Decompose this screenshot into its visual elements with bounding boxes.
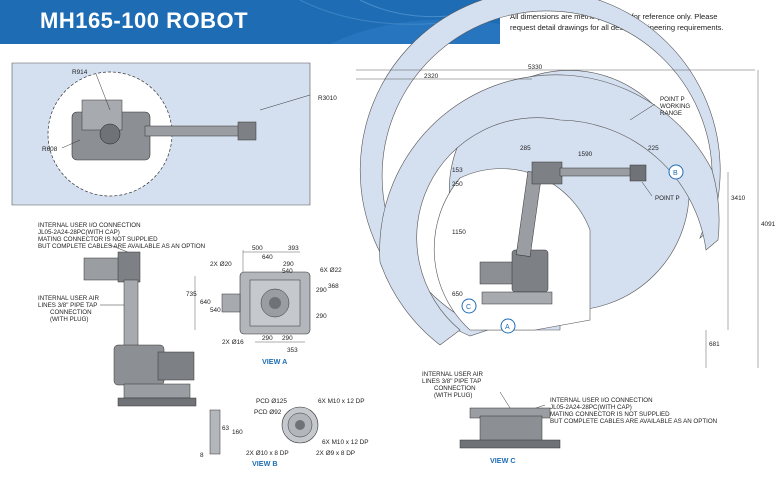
dim-4091: 4091 [761, 221, 776, 228]
r608-label: R608 [42, 146, 58, 153]
top-view: R914 R3010 R608 [11, 62, 337, 206]
view-c-air-4: (WITH PLUG) [434, 392, 473, 399]
view-c-io-3: MATING CONNECTOR IS NOT SUPPLIED [550, 411, 670, 418]
page-title: MH165-100 ROBOT [40, 8, 249, 33]
working-range: 5330 2320 POINT P WORKING RANGE 285 1590… [356, 0, 776, 368]
side-view-robot [83, 251, 197, 407]
view-a-dim-290b: 290 [262, 335, 273, 342]
view-c-io-1: INTERNAL USER I/O CONNECTION [550, 397, 653, 404]
top-view-robot [71, 99, 257, 161]
view-a-holes-right: 6X Ø22 [320, 267, 342, 274]
internal-io-label-4: BUT COMPLETE CABLES ARE AVAILABLE AS AN … [38, 243, 205, 250]
view-a-dim-290b2: 290 [282, 335, 293, 342]
disclaimer-line-2: request detail drawings for all design/e… [510, 22, 724, 32]
r914-label: R914 [72, 69, 88, 76]
internal-io-label-2: JL05-2A24-28PC(WITH CAP) [38, 229, 120, 236]
view-c-title: VIEW C [490, 456, 516, 465]
view-b-pin10: 2X Ø10 x 8 DP [246, 450, 289, 457]
point-p-range-label-2: WORKING [660, 103, 690, 110]
dim-153: 153 [452, 167, 463, 174]
side-view: INTERNAL USER I/O CONNECTION JL05-2A24-2… [38, 222, 205, 407]
internal-io-label-3: MATING CONNECTOR IS NOT SUPPLIED [38, 236, 158, 243]
dim-650: 650 [452, 291, 463, 298]
view-b-title: VIEW B [252, 459, 278, 468]
air-line-label-2: LINES 3/8" PIPE TAP [38, 302, 97, 309]
view-a-dim-640b: 640 [200, 299, 211, 306]
view-a-dim-640: 640 [262, 254, 273, 261]
marker-c: C [466, 304, 471, 311]
view-a-dim-368: 368 [328, 283, 339, 290]
view-c-air-3: CONNECTION [434, 385, 476, 392]
dim-225: 225 [648, 145, 659, 152]
view-b-m10-a: 6X M10 x 12 DP [318, 398, 365, 405]
r3010-label: R3010 [318, 95, 337, 102]
dim-2320: 2320 [424, 73, 439, 80]
point-p-range-label-3: RANGE [660, 110, 682, 117]
view-b-dim-160: 160 [232, 429, 243, 436]
view-b: 63 160 8 PCD Ø125 PCD Ø92 6X M10 x 12 DP… [200, 398, 369, 468]
dim-3410: 3410 [731, 195, 746, 202]
view-a-dim-353: 353 [287, 347, 298, 354]
view-a-holes-bottom: 2X Ø16 [222, 339, 244, 346]
view-b-pin9: 2X Ø9 x 8 DP [316, 450, 355, 457]
dim-5330: 5330 [528, 64, 543, 71]
marker-a: A [505, 324, 510, 331]
view-a-dim-500: 500 [252, 245, 263, 252]
view-a-dim-290r2: 290 [316, 313, 327, 320]
view-a-dim-393: 393 [288, 245, 299, 252]
dim-681: 681 [709, 341, 720, 348]
dim-285: 285 [520, 145, 531, 152]
internal-io-label-1: INTERNAL USER I/O CONNECTION [38, 222, 141, 229]
view-c-io-2: JL05-2A24-28PC(WITH CAP) [550, 404, 632, 411]
view-b-pcd92: PCD Ø92 [254, 409, 282, 416]
view-c-io-4: BUT COMPLETE CABLES ARE AVAILABLE AS AN … [550, 418, 717, 425]
view-b-dim-8: 8 [200, 452, 204, 459]
air-line-label-4: (WITH PLUG) [50, 316, 89, 323]
title-banner: MH165-100 ROBOT [0, 0, 500, 44]
view-a-dim-540: 540 [282, 268, 293, 275]
view-a-holes-top: 2X Ø20 [210, 261, 232, 268]
marker-b: B [673, 170, 678, 177]
view-a: 500 393 640 290 540 2X Ø20 6X Ø22 735 64… [186, 245, 342, 366]
view-c-air-1: INTERNAL USER AIR [422, 371, 484, 378]
air-line-label-1: INTERNAL USER AIR [38, 295, 100, 302]
range-robot [479, 161, 647, 305]
view-b-m10-b: 6X M10 x 12 DP [322, 439, 369, 446]
view-a-dim-290: 290 [283, 261, 294, 268]
view-a-dim-735: 735 [186, 291, 197, 298]
view-a-dim-540b: 540 [210, 307, 221, 314]
view-c-air-2: LINES 3/8" PIPE TAP [422, 378, 481, 385]
dim-1150: 1150 [452, 229, 466, 236]
air-line-label-3: CONNECTION [50, 309, 92, 316]
view-b-pcd125: PCD Ø125 [256, 398, 287, 405]
point-p-range-label-1: POINT P [660, 96, 685, 103]
view-a-dim-290r: 290 [316, 287, 327, 294]
dim-1590: 1590 [578, 151, 593, 158]
view-c: INTERNAL USER AIR LINES 3/8" PIPE TAP CO… [422, 371, 717, 465]
point-p-label: POINT P [655, 195, 680, 202]
view-b-dim-63: 63 [222, 425, 230, 432]
view-a-title: VIEW A [262, 357, 287, 366]
dim-250: 250 [452, 181, 463, 188]
